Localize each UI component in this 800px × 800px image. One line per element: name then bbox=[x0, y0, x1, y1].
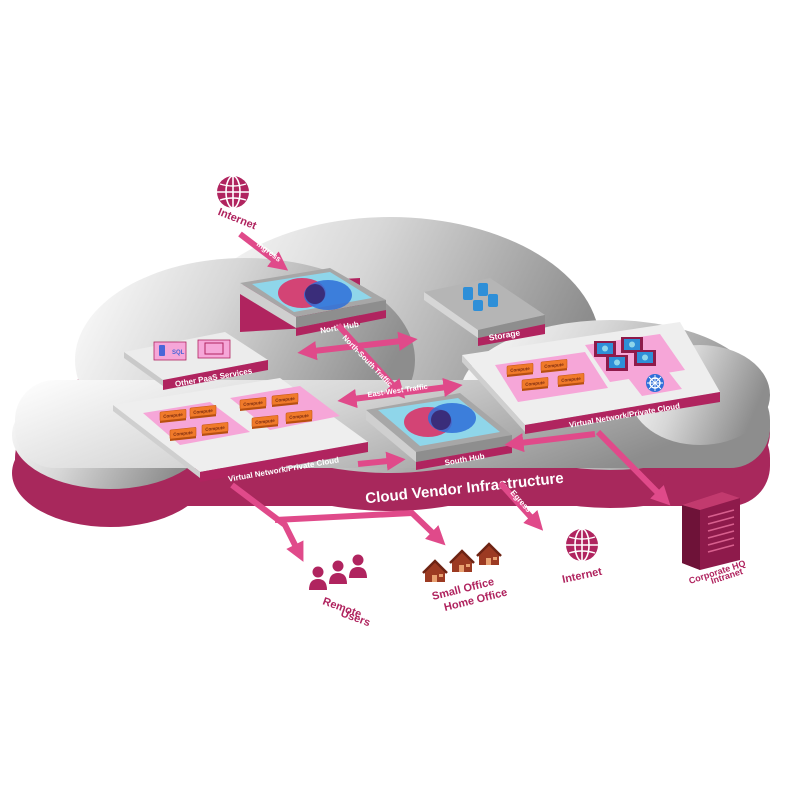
remote-users bbox=[309, 554, 367, 590]
compute-group-left bbox=[143, 402, 250, 445]
vm-icon bbox=[606, 355, 628, 371]
server-rack-icon bbox=[682, 492, 740, 570]
kubernetes-icon bbox=[628, 371, 682, 396]
remote-users-arrow bbox=[230, 482, 304, 562]
house-icon bbox=[475, 542, 503, 567]
compute-group bbox=[495, 352, 608, 402]
other-paas-services: SQL Other PaaS Services bbox=[124, 332, 268, 390]
globe-icon bbox=[566, 528, 598, 562]
house-icon bbox=[448, 549, 476, 574]
virtual-network-left: Virtual Network/Private Cloud bbox=[113, 378, 368, 484]
vm-icon bbox=[634, 350, 656, 366]
north-hub: North Hub bbox=[240, 268, 386, 336]
corporate-arrow bbox=[595, 429, 671, 506]
vm-icon bbox=[594, 341, 616, 357]
globe-icon bbox=[217, 175, 249, 209]
user-icon bbox=[329, 560, 347, 584]
internet-bottom-label: Internet bbox=[561, 566, 603, 586]
vm-group bbox=[585, 334, 685, 382]
svg-text:SQL: SQL bbox=[172, 350, 185, 356]
east-west-arrow bbox=[337, 377, 463, 409]
egress-arrow bbox=[497, 480, 544, 531]
ingress-arrow bbox=[238, 231, 289, 271]
compute-group-right bbox=[230, 386, 340, 430]
vnet-right-to-south-arrow bbox=[504, 431, 596, 453]
soho-arrow bbox=[274, 509, 446, 546]
sql-icon: SQL bbox=[153, 341, 187, 361]
house-icon bbox=[421, 559, 449, 584]
internet-top-label: Internet bbox=[216, 206, 258, 232]
venn-icon bbox=[278, 278, 352, 310]
venn-icon bbox=[404, 403, 476, 437]
vnet-left-to-south-arrow bbox=[357, 451, 406, 471]
south-hub: South Hub bbox=[366, 393, 512, 470]
storage: Storage bbox=[424, 278, 545, 346]
db-icon bbox=[197, 339, 231, 359]
database-icon bbox=[463, 283, 498, 311]
user-icon bbox=[309, 566, 327, 590]
user-icon bbox=[349, 554, 367, 578]
